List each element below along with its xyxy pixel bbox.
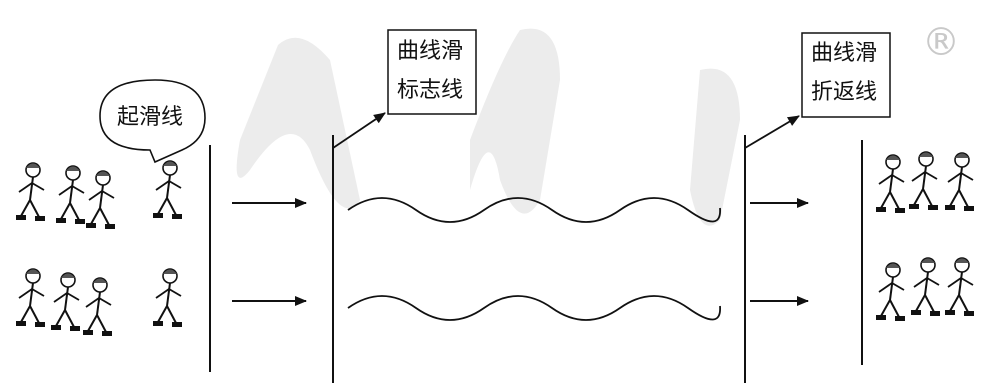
curve-marker-label-line2: 标志线 — [397, 78, 463, 103]
wavy-path-row1 — [347, 197, 721, 223]
curve-paths — [347, 197, 721, 321]
start-line-label: 起滑线 — [117, 105, 183, 130]
curve-turn-label-line2: 折返线 — [811, 80, 877, 105]
curve-turn-label-line1: 曲线滑 — [811, 41, 877, 66]
curve-marker-label-line1: 曲线滑 — [397, 39, 463, 64]
start-line-bubble: 起滑线 — [99, 79, 206, 164]
curve-marker-pointer-arrow — [332, 112, 386, 149]
skater-group-left — [15, 160, 183, 337]
watermark: ® — [236, 20, 960, 226]
skater-group-right — [875, 151, 975, 322]
wavy-path-row2 — [347, 295, 721, 321]
curve-turn-label-box: 曲线滑 折返线 — [744, 32, 891, 149]
curve-turn-pointer-arrow — [744, 115, 800, 149]
direction-arrows — [232, 198, 809, 306]
curve-marker-label-box: 曲线滑 标志线 — [332, 29, 477, 149]
registered-mark: ® — [922, 20, 960, 64]
